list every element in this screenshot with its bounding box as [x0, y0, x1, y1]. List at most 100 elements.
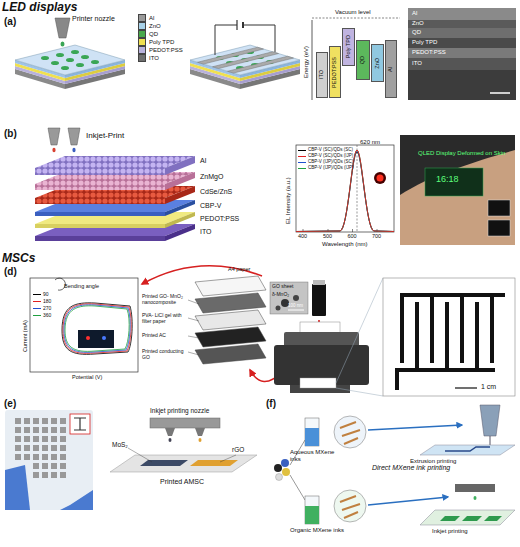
mxene-flakes — [282, 468, 290, 476]
amsc-array-photo — [70, 414, 90, 434]
extrusion-printer — [420, 405, 515, 455]
sem-cross-section — [408, 70, 516, 100]
scale-label: 100 nm — [288, 304, 303, 309]
printing-device — [41, 56, 49, 60]
finished-device — [213, 52, 279, 69]
printing-device — [66, 58, 74, 62]
printing-device — [61, 66, 69, 70]
mxene-flakes — [276, 474, 283, 481]
bar-label: Poly TPD — [346, 35, 352, 58]
amsc-array-photo — [60, 454, 66, 460]
amsc-array-photo — [33, 472, 39, 478]
inkjet-printer — [455, 484, 495, 492]
amsc-array-photo — [15, 418, 21, 424]
extrusion-printer — [420, 445, 515, 455]
energy-level-bar: PEDOT:PSS — [329, 46, 341, 98]
layer-label: QD — [412, 29, 421, 36]
el-spectrum-plot — [296, 145, 394, 232]
layer-label: Poly TPD — [412, 39, 437, 46]
tick-label: 700 — [372, 233, 381, 239]
printing-device — [71, 50, 79, 54]
amsc-array-photo — [15, 418, 66, 478]
el-spectrum-plot — [357, 145, 358, 232]
tick-label: 500 — [323, 233, 332, 239]
el-spectrum-plot — [296, 151, 394, 232]
finished-device — [198, 47, 294, 73]
photo-caption: QLED Display Deformed on Skin — [418, 150, 505, 157]
amsc-schematic — [140, 460, 188, 466]
amsc-array-photo — [15, 427, 21, 433]
energy-axes — [312, 20, 313, 100]
amsc-array-photo — [5, 410, 93, 510]
el-spectrum-plot — [352, 229, 353, 232]
amsc-array-photo — [33, 454, 39, 460]
mxene-flakes — [274, 464, 282, 472]
el-spectrum-plot — [374, 172, 386, 184]
amsc-array-photo — [24, 436, 30, 442]
zoom-lines — [336, 278, 383, 396]
finished-device — [228, 56, 294, 73]
legend-entry: Poly TPD — [138, 38, 174, 46]
legend-entry: ZnO — [138, 22, 161, 30]
layer-label: Printed AC — [142, 333, 166, 339]
legend-entry: CBP-V (IJP)/QDs (SC) — [298, 160, 353, 165]
layer-stack — [165, 212, 195, 228]
axis-title: Current (mA) — [22, 320, 28, 352]
layer-label: A4 paper — [228, 266, 250, 272]
paper-layer-stack — [188, 352, 199, 355]
cv-plot — [64, 305, 130, 353]
energy-level-bar: ITO — [316, 52, 328, 98]
electrode-pattern — [490, 293, 494, 363]
electrode-pattern — [395, 293, 505, 390]
el-spectrum-plot — [296, 150, 394, 232]
inkjet-printer — [420, 484, 515, 525]
layer-label: ZnMgO — [200, 173, 223, 181]
legend-entry: QD — [138, 30, 158, 38]
cv-plot — [55, 278, 65, 290]
bar-label: ITO — [319, 70, 325, 79]
paper-layer-stack — [195, 293, 266, 313]
printing-arrows — [368, 425, 462, 430]
sem-cross-section — [408, 28, 516, 38]
legend-swatch — [138, 30, 146, 38]
legend-line — [298, 150, 306, 151]
legend-entry: CBP-V (SC)/QDs (SC) — [298, 148, 353, 153]
sem-cross-section — [408, 48, 516, 58]
amsc-array-photo — [24, 427, 30, 433]
energy-level-bar: ZnO — [371, 44, 384, 82]
layer-label: Printed conducting GO — [142, 349, 188, 360]
amsc-array-photo — [15, 436, 21, 442]
part-label: Printer nozzle — [72, 15, 115, 23]
extrusion-printer — [445, 447, 490, 451]
legend-entry: ITO — [138, 54, 159, 62]
layer-label: CdSe/ZnS — [200, 188, 232, 196]
layer-stack — [165, 200, 195, 216]
legend-text: 360 — [43, 313, 51, 319]
ink-vial — [312, 280, 326, 316]
legend-line — [33, 301, 41, 302]
layer-label: Printed GO- MnO₂ nanocomposite — [142, 294, 188, 305]
process-label: Extrusion printing — [410, 458, 456, 465]
cv-plot — [65, 306, 129, 352]
axis-note: Vacuum level — [335, 9, 371, 16]
bar-label: PEDOT:PSS — [332, 57, 338, 88]
legend-swatch — [138, 22, 146, 30]
layer-label: ITO — [200, 228, 212, 236]
layer-stack — [165, 172, 195, 190]
legend-swatch — [138, 54, 146, 62]
amsc-array-photo — [60, 463, 66, 469]
el-spectrum-plot — [296, 150, 394, 232]
amsc-schematic — [190, 460, 238, 466]
bar-label: ZnO — [375, 58, 381, 69]
zoom-circles — [334, 416, 366, 522]
printing-device — [51, 61, 59, 65]
process-label: Direct MXene ink printing — [372, 464, 450, 472]
amsc-array-photo — [33, 463, 39, 469]
legend-line — [298, 168, 306, 169]
image-label: δ-MnO₂ — [272, 292, 289, 298]
axis-title: Potential (V) — [72, 374, 102, 380]
legend-text: CBP-V (SC)/QDs (SC) — [308, 148, 353, 153]
amsc-schematic — [220, 455, 236, 462]
legend-entry: 90 — [33, 292, 49, 298]
legend-line — [33, 315, 41, 316]
